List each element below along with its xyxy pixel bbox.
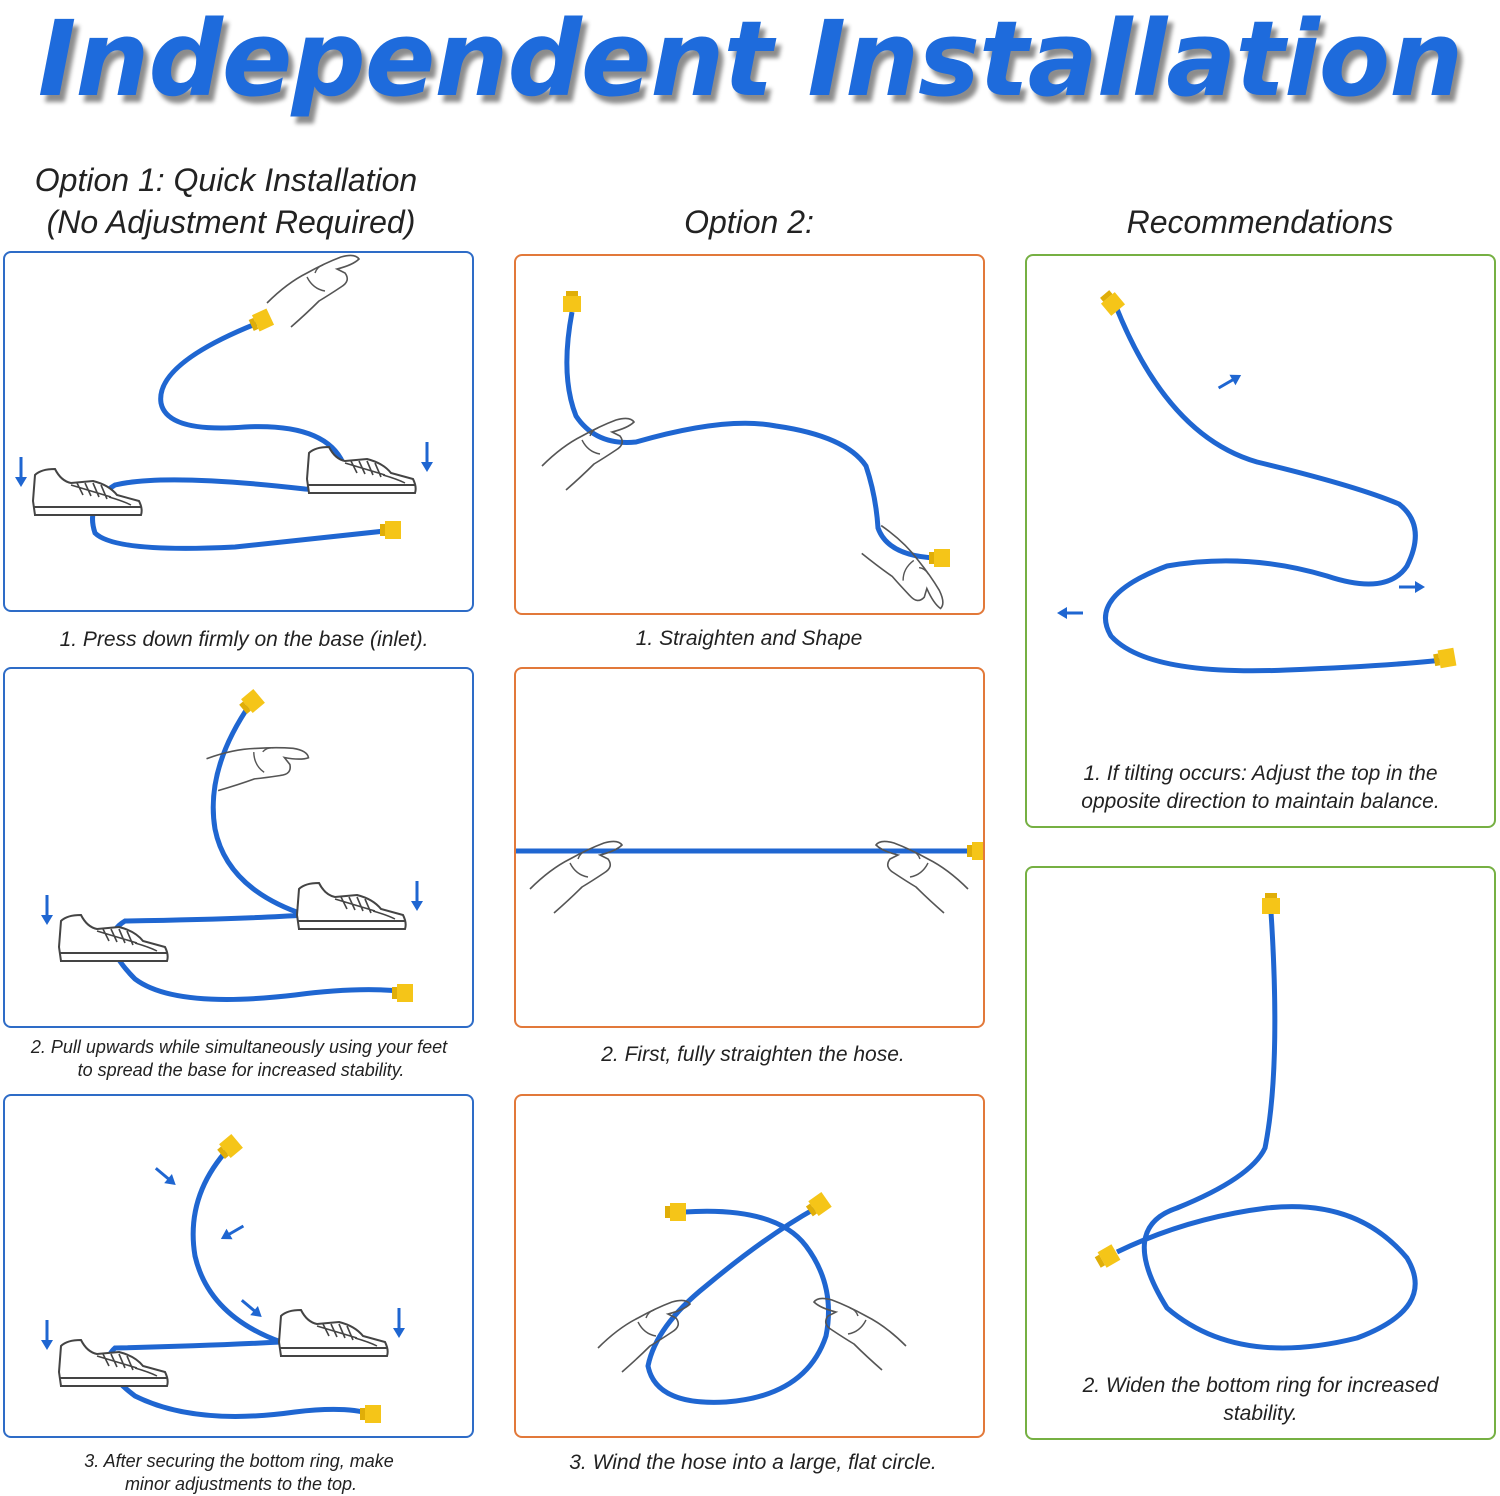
hose-connector-icon <box>1093 1244 1121 1271</box>
direction-arrow-icon <box>216 1219 248 1246</box>
recommendation1-panel: 1. If tilting occurs: Adjust the top in … <box>1025 254 1496 828</box>
hose-connector-icon <box>563 291 581 312</box>
option2-step2-panel <box>514 667 985 1028</box>
hose-connector-icon <box>1262 893 1280 914</box>
hand-icon <box>856 516 945 613</box>
down-arrow-icon <box>13 455 29 489</box>
hand-icon <box>597 1299 691 1373</box>
option1-heading-line2: (No Adjustment Required) <box>46 204 416 240</box>
shoe-icon <box>306 446 417 494</box>
option2-heading: Option 2: <box>684 204 814 240</box>
hand-icon <box>266 254 360 328</box>
o1-step1-caption: 1. Press down firmly on the base (inlet)… <box>59 628 429 651</box>
direction-arrow-icon <box>1055 605 1085 621</box>
option1-step1-panel <box>3 251 474 612</box>
rec-step2-caption-line1: 2. Widen the bottom ring for increased <box>1082 1374 1439 1397</box>
hose-connector-icon <box>380 521 401 539</box>
option1-step3-panel <box>3 1094 474 1438</box>
direction-arrow-icon <box>1214 368 1246 395</box>
shoe-icon <box>278 1309 389 1357</box>
option2-step3-panel <box>514 1094 985 1438</box>
o1-step3-caption-line2: minor adjustments to the top. <box>124 1474 358 1494</box>
direction-arrow-icon <box>1397 579 1427 595</box>
o2-step3-caption: 3. Wind the hose into a large, flat circ… <box>569 1451 937 1474</box>
hose-connector-icon <box>360 1405 381 1423</box>
rec-step1-caption-line2: opposite direction to maintain balance. <box>1081 790 1440 813</box>
rec-step1-caption-line1: 1. If tilting occurs: Adjust the top in … <box>1083 762 1438 785</box>
hose-connector-icon <box>929 549 950 567</box>
down-arrow-icon <box>391 1306 407 1340</box>
o1-step2-caption-line2: to spread the base for increased stabili… <box>77 1060 405 1080</box>
hose-connector-icon <box>665 1203 686 1221</box>
o2-step1-caption: 1. Straighten and Shape <box>635 627 863 650</box>
hose-connector-icon <box>967 842 983 860</box>
down-arrow-icon <box>419 440 435 474</box>
shoe-icon <box>32 468 143 516</box>
page-title: Independent Installation <box>37 0 1464 120</box>
hose-connector-icon <box>237 688 265 717</box>
hose-connector-icon <box>247 308 275 334</box>
down-arrow-icon <box>409 879 425 913</box>
option2-step1-panel <box>514 254 985 615</box>
o1-step3-caption-line1: 3. After securing the bottom ring, make <box>84 1451 394 1471</box>
down-arrow-icon <box>39 893 55 927</box>
down-arrow-icon <box>39 1318 55 1352</box>
o2-step2-caption: 2. First, fully straighten the hose. <box>601 1043 905 1066</box>
hose-connector-icon <box>1097 288 1126 316</box>
recommendation2-panel: 2. Widen the bottom ring for increased s… <box>1025 866 1496 1440</box>
direction-arrow-icon <box>236 1294 268 1324</box>
recommendations-heading: Recommendations <box>1126 204 1394 240</box>
hose-connector-icon <box>392 984 413 1002</box>
hose-connector-icon <box>1432 647 1457 670</box>
o1-step2-caption-line1: 2. Pull upwards while simultaneously usi… <box>30 1037 448 1057</box>
direction-arrow-icon <box>150 1162 182 1192</box>
option1-step2-panel <box>3 667 474 1028</box>
rec-step2-caption-line2: stability. <box>1223 1402 1298 1425</box>
shoe-icon <box>296 882 407 930</box>
option1-heading-line1: Option 1: Quick Installation <box>34 162 418 198</box>
